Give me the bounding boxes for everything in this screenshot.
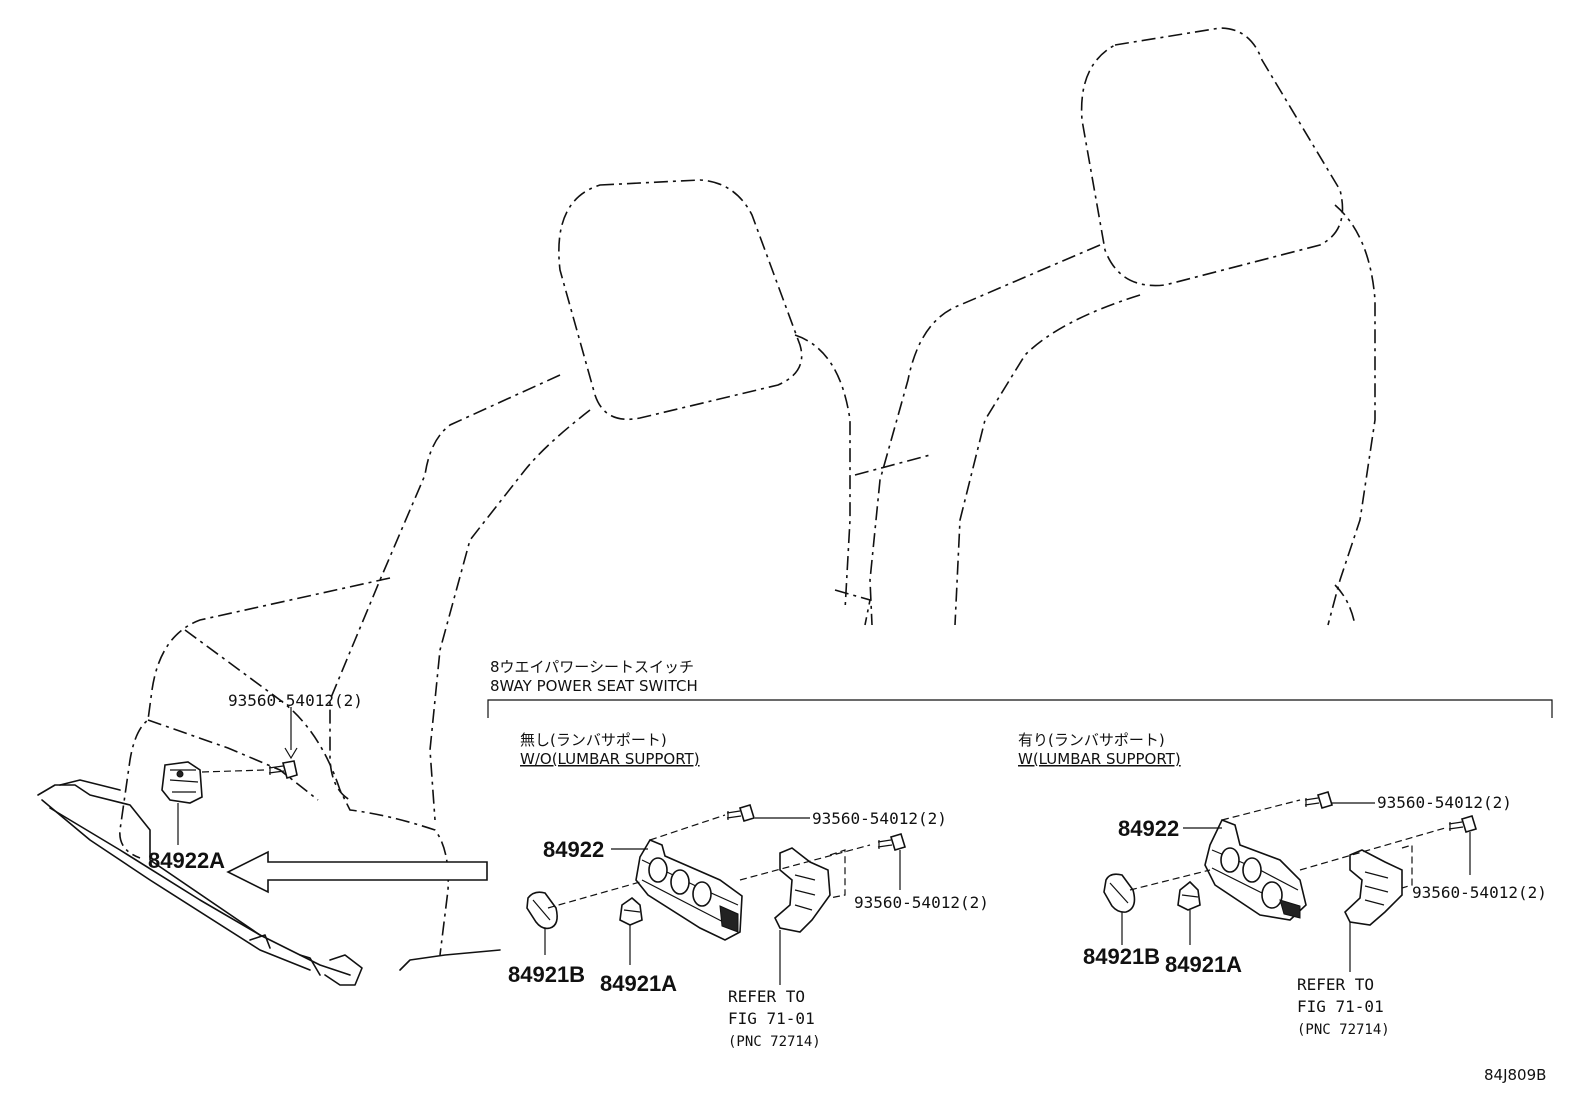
wo-bolt-top-icon bbox=[738, 804, 756, 822]
seat-rail-inner bbox=[41, 799, 311, 971]
wo-bolt-right-label: 93560-54012(2) bbox=[854, 893, 989, 912]
left-switch-group: 93560-54012(2) 84922A bbox=[148, 691, 363, 873]
switch-header: 8ウエイパワーシートスイッチ 8WAY POWER SEAT SWITCH bbox=[487, 658, 1553, 718]
w-bracket-icon bbox=[1344, 849, 1403, 926]
w-refer-line2: FIG 71-01 bbox=[1297, 997, 1384, 1016]
left-headrest bbox=[558, 179, 803, 420]
w-knob-b-detail bbox=[1109, 882, 1129, 904]
w-bracket-detail bbox=[1364, 871, 1389, 906]
right-backrest bbox=[869, 244, 1101, 626]
wo-lumbar-group: 無し(ランバサポート) W/O(LUMBAR SUPPORT) bbox=[508, 731, 989, 1050]
left-seat-base bbox=[399, 949, 501, 971]
wo-switch-dial-1 bbox=[648, 857, 668, 883]
left-bolt-leader bbox=[284, 707, 298, 760]
w-lumbar-label-en: W(LUMBAR SUPPORT) bbox=[1018, 750, 1181, 768]
wo-lumbar-label-en: W/O(LUMBAR SUPPORT) bbox=[520, 750, 700, 768]
w-lumbar-group: 有り(ランバサポート) W(LUMBAR SUPPORT) bbox=[1018, 731, 1547, 1038]
wo-bolt-top-label: 93560-54012(2) bbox=[812, 809, 947, 828]
wo-bolt-right-icon bbox=[889, 833, 907, 851]
seat-outlines bbox=[37, 27, 1376, 986]
left-switch-detail bbox=[169, 769, 199, 793]
right-headrest bbox=[1080, 27, 1344, 287]
wo-switch-dial-3 bbox=[692, 881, 712, 907]
seat-rail-bottom bbox=[49, 779, 363, 986]
wo-lumbar-label-jp: 無し(ランバサポート) bbox=[520, 731, 667, 749]
wo-knob-a-detail bbox=[623, 909, 641, 913]
right-backrest-outer bbox=[1327, 204, 1376, 626]
wo-assembly-line-1 bbox=[547, 814, 726, 909]
left-backrest-outer bbox=[794, 334, 851, 611]
w-switch-dial-3 bbox=[1261, 881, 1283, 909]
header-title-en: 8WAY POWER SEAT SWITCH bbox=[490, 677, 698, 695]
detail-arrow-icon bbox=[226, 850, 488, 894]
wo-bolt-top-shank bbox=[726, 810, 742, 820]
w-knob-a-label: 84921A bbox=[1165, 952, 1242, 977]
w-lumbar-label-jp: 有り(ランバサポート) bbox=[1018, 731, 1165, 749]
header-bracket bbox=[487, 699, 1553, 718]
w-bolt-right-shank bbox=[1448, 821, 1464, 831]
wo-knob-a-icon bbox=[619, 896, 643, 926]
left-switch-label: 84922A bbox=[148, 848, 225, 873]
left-cushion-side bbox=[147, 719, 319, 801]
w-assembly-line-2 bbox=[1299, 827, 1446, 889]
wo-refer-line3: (PNC 72714) bbox=[728, 1034, 821, 1050]
w-bolt-right-icon bbox=[1460, 815, 1478, 833]
wo-assembly-line-2 bbox=[739, 844, 871, 899]
left-bolt-shank bbox=[268, 765, 285, 775]
w-switch-label: 84922 bbox=[1118, 816, 1179, 841]
left-bolt-icon bbox=[282, 760, 298, 780]
w-refer-line1: REFER TO bbox=[1297, 975, 1374, 994]
w-switch-dial-2 bbox=[1242, 857, 1262, 883]
wo-bolt-right-shank bbox=[877, 839, 893, 849]
w-knob-b-label: 84921B bbox=[1083, 944, 1160, 969]
seat-rail-feet bbox=[249, 934, 321, 976]
wo-refer-line2: FIG 71-01 bbox=[728, 1009, 815, 1028]
left-backrest-inner bbox=[429, 409, 591, 821]
wo-switch-label: 84922 bbox=[543, 837, 604, 862]
w-bolt-right-label: 93560-54012(2) bbox=[1412, 883, 1547, 902]
w-bolt-top-label: 93560-54012(2) bbox=[1377, 793, 1512, 812]
wo-switch-dial-2 bbox=[670, 869, 690, 895]
wo-refer-line1: REFER TO bbox=[728, 987, 805, 1006]
right-backrest-inner bbox=[954, 294, 1141, 626]
wo-bracket-detail bbox=[794, 874, 816, 911]
wo-switch-connector bbox=[719, 905, 739, 933]
wo-knob-a-label: 84921A bbox=[600, 971, 677, 996]
right-backrest-edge bbox=[1334, 584, 1356, 626]
left-switch-body bbox=[161, 761, 203, 804]
figure-code: 84J809B bbox=[1484, 1066, 1546, 1084]
wo-knob-b-label: 84921B bbox=[508, 962, 585, 987]
left-cushion-front bbox=[184, 629, 450, 956]
w-switch-connector bbox=[1279, 899, 1301, 919]
header-title-jp: 8ウエイパワーシートスイッチ bbox=[490, 658, 694, 676]
left-bolt-label: 93560-54012(2) bbox=[228, 691, 363, 710]
w-switch-dial-1 bbox=[1220, 847, 1240, 873]
w-assembly-line-1 bbox=[1129, 799, 1301, 891]
left-cushion bbox=[119, 577, 391, 859]
wo-bracket-icon bbox=[774, 847, 831, 933]
w-bolt-top-shank bbox=[1304, 797, 1320, 807]
left-switch-knob bbox=[176, 770, 184, 778]
w-refer-line3: (PNC 72714) bbox=[1297, 1022, 1390, 1038]
wo-knob-b-detail bbox=[532, 899, 551, 921]
seat-rail-outer bbox=[37, 784, 351, 976]
w-bolt-top-icon bbox=[1316, 791, 1334, 809]
w-knob-a-detail bbox=[1181, 894, 1199, 898]
seat-connector bbox=[834, 454, 931, 626]
left-bolt-leader-dash bbox=[201, 769, 266, 773]
left-backrest bbox=[329, 374, 561, 801]
